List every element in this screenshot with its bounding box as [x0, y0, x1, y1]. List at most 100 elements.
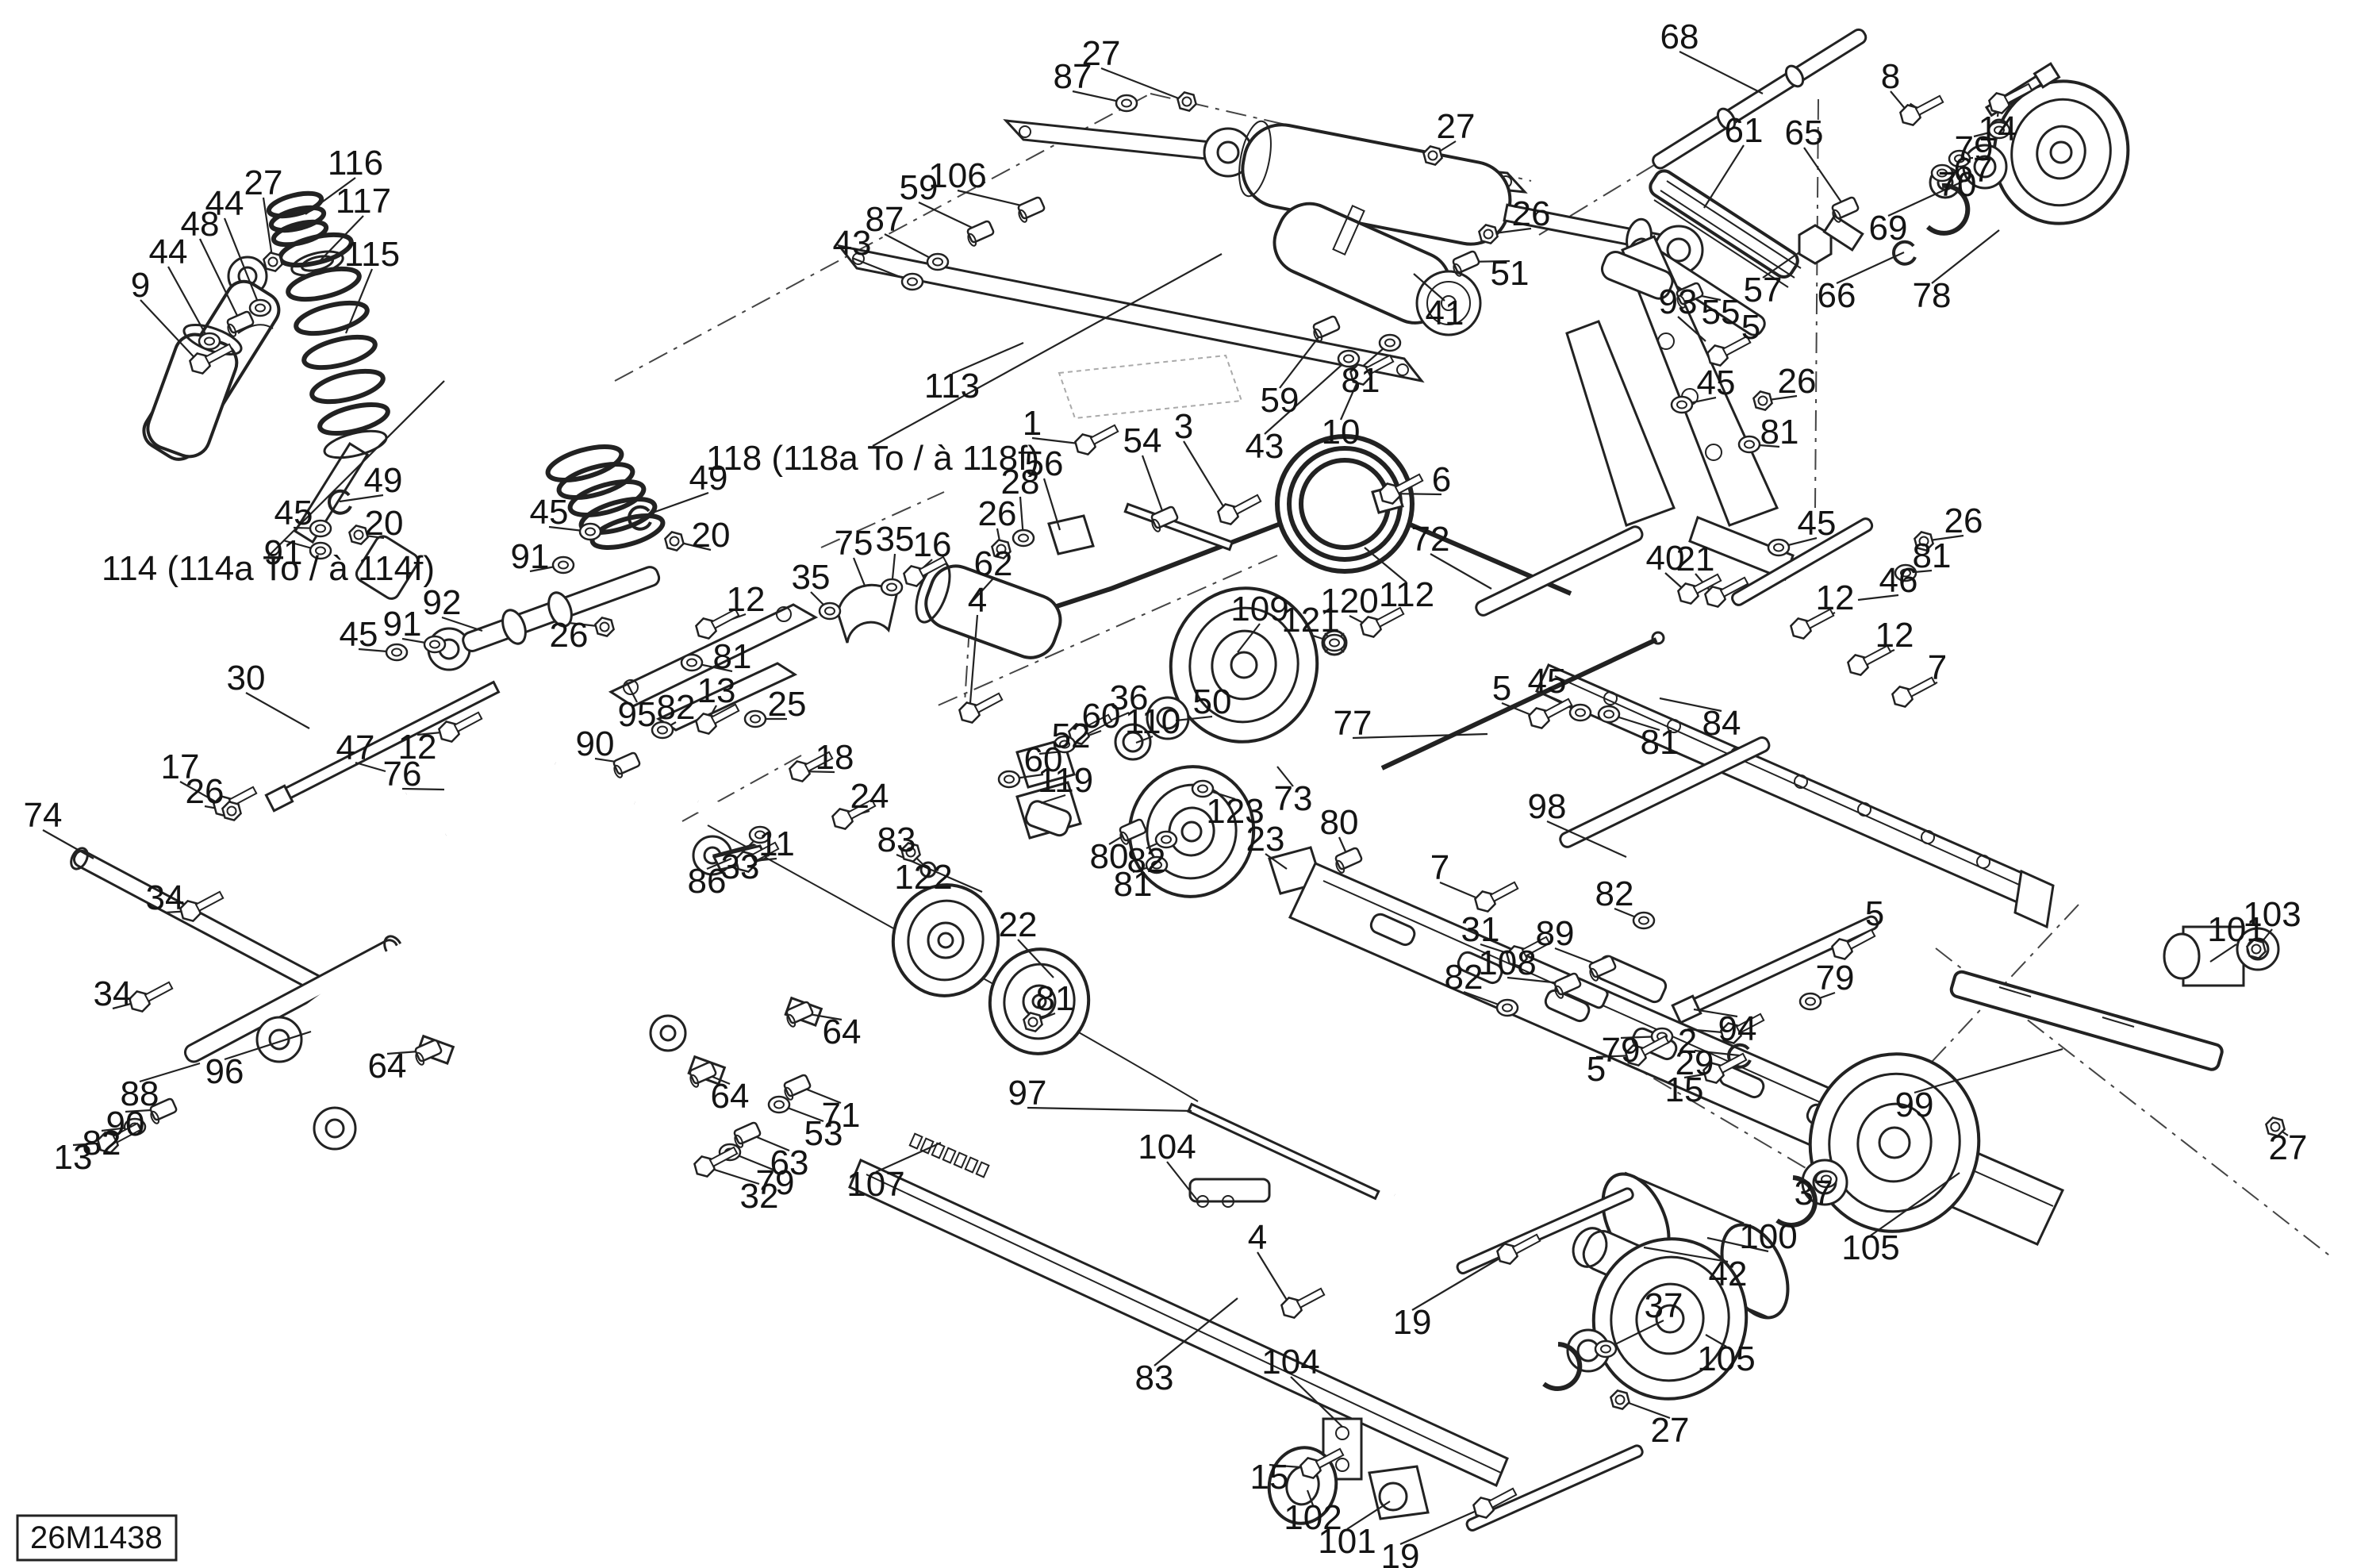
leader-line-114 (114a To / à 114f)	[267, 380, 445, 557]
leader-line-94	[1693, 1008, 1738, 1018]
bolt-glyph	[1496, 1233, 1541, 1265]
part-label-68: 68	[1660, 17, 1699, 56]
sleeve-glyph	[733, 1121, 762, 1148]
part-label-46: 46	[1879, 561, 1918, 600]
bolt-glyph	[179, 890, 225, 922]
sleeve-glyph	[1312, 315, 1341, 342]
leader-line-49	[339, 494, 384, 503]
part-label-104: 104	[1261, 1343, 1319, 1382]
bolt-glyph	[903, 555, 948, 587]
sleeve-glyph	[785, 1001, 814, 1028]
nut-glyph	[1752, 390, 1773, 411]
part-label-18: 18	[816, 738, 854, 777]
nut-glyph	[1478, 224, 1499, 244]
leader-line-113	[951, 341, 1024, 375]
sleeve-glyph	[612, 751, 641, 778]
part-label-44: 44	[149, 233, 188, 271]
leader-line-102	[1306, 1489, 1315, 1506]
sleeve-glyph	[1150, 505, 1179, 532]
part-label-83: 83	[1135, 1359, 1174, 1397]
leader-line-59	[918, 202, 981, 233]
rail-bottom	[848, 1102, 1509, 1488]
part-label-59: 59	[900, 168, 939, 207]
sleeve-glyph	[1452, 250, 1480, 277]
leader-line-62	[969, 578, 994, 605]
washer-glyph	[1594, 1339, 1618, 1359]
part-label-9: 9	[131, 266, 150, 305]
clip-glyph	[1727, 1043, 1752, 1069]
part-label-27: 27	[1651, 1411, 1690, 1450]
leader-line-83	[1154, 1297, 1238, 1366]
sleeve-glyph	[1017, 196, 1046, 223]
bolt-glyph	[1988, 83, 2033, 114]
part-label-113: 113	[924, 367, 980, 405]
part-label-51: 51	[1491, 254, 1530, 293]
part-label-77: 77	[1334, 704, 1372, 743]
sleeve-glyph	[783, 1074, 812, 1101]
part-label-13: 13	[54, 1138, 93, 1177]
washer-glyph	[1632, 911, 1656, 930]
leader-line-47	[355, 761, 386, 773]
bolt-glyph	[958, 692, 1004, 724]
washer-glyph	[1191, 779, 1215, 798]
washer-glyph	[309, 519, 332, 538]
leader-line-69	[1887, 179, 1968, 217]
part-label-26: 26	[978, 494, 1017, 533]
leader-line-30	[245, 692, 310, 729]
washer-glyph	[1737, 435, 1761, 454]
clip-glyph	[628, 505, 652, 531]
nut-glyph	[1422, 145, 1443, 166]
part-label-61: 61	[1725, 111, 1764, 150]
rear-shock-assembly	[1203, 120, 1704, 336]
part-label-3: 3	[1174, 407, 1193, 446]
washer-glyph	[1670, 395, 1694, 414]
part-label-78: 78	[1913, 276, 1952, 315]
part-label-123: 123	[1206, 792, 1264, 831]
leader-line-78	[1931, 229, 2000, 284]
leader-line-42	[1643, 1246, 1729, 1263]
washer-glyph	[1053, 735, 1077, 754]
part-label-23: 23	[1246, 820, 1285, 859]
nut-glyph	[991, 539, 1012, 559]
clip-glyph	[328, 489, 352, 515]
part-label-79: 79	[756, 1163, 795, 1202]
leader-line-27	[262, 197, 274, 263]
part-label-53: 53	[804, 1114, 843, 1153]
part-label-96: 96	[205, 1052, 244, 1091]
leader-line-98	[1546, 820, 1627, 859]
part-label-54: 54	[1123, 421, 1162, 460]
nut-glyph	[900, 842, 921, 863]
sleeve-glyph	[1831, 196, 1860, 223]
leader-line-41	[1413, 273, 1445, 302]
part-label-88: 88	[121, 1074, 159, 1113]
washer-glyph	[423, 635, 447, 654]
washer-glyph	[1814, 1170, 1838, 1189]
part-label-79: 79	[1955, 129, 1994, 168]
leader-line-105	[1870, 1172, 1960, 1236]
part-label-52: 52	[1052, 717, 1091, 755]
part-label-105: 105	[1841, 1228, 1899, 1267]
bolt-glyph	[1217, 494, 1262, 525]
washer-glyph	[1767, 538, 1791, 557]
washer-glyph	[1597, 705, 1621, 724]
washer-glyph	[1154, 830, 1178, 849]
washer-glyph	[1798, 992, 1822, 1011]
bolt-glyph	[1349, 354, 1395, 386]
washer-glyph	[1337, 349, 1361, 368]
washer-glyph	[1568, 703, 1592, 722]
leader-line-48	[199, 238, 241, 323]
part-label-70: 70	[1938, 165, 1977, 204]
nut-glyph	[2265, 1116, 2286, 1137]
part-label-6: 6	[1432, 460, 1451, 499]
bolt-glyph	[438, 711, 483, 743]
part-label-69: 69	[1869, 209, 1908, 248]
bolt-glyph	[1280, 1287, 1326, 1319]
sleeve-glyph	[414, 1039, 443, 1066]
part-label-30: 30	[227, 659, 266, 698]
part-label-20: 20	[692, 516, 731, 555]
part-label-32: 32	[740, 1177, 779, 1216]
part-label-42: 42	[1709, 1255, 1748, 1293]
leader-line-50	[1175, 715, 1213, 722]
part-label-36: 36	[1110, 678, 1149, 717]
